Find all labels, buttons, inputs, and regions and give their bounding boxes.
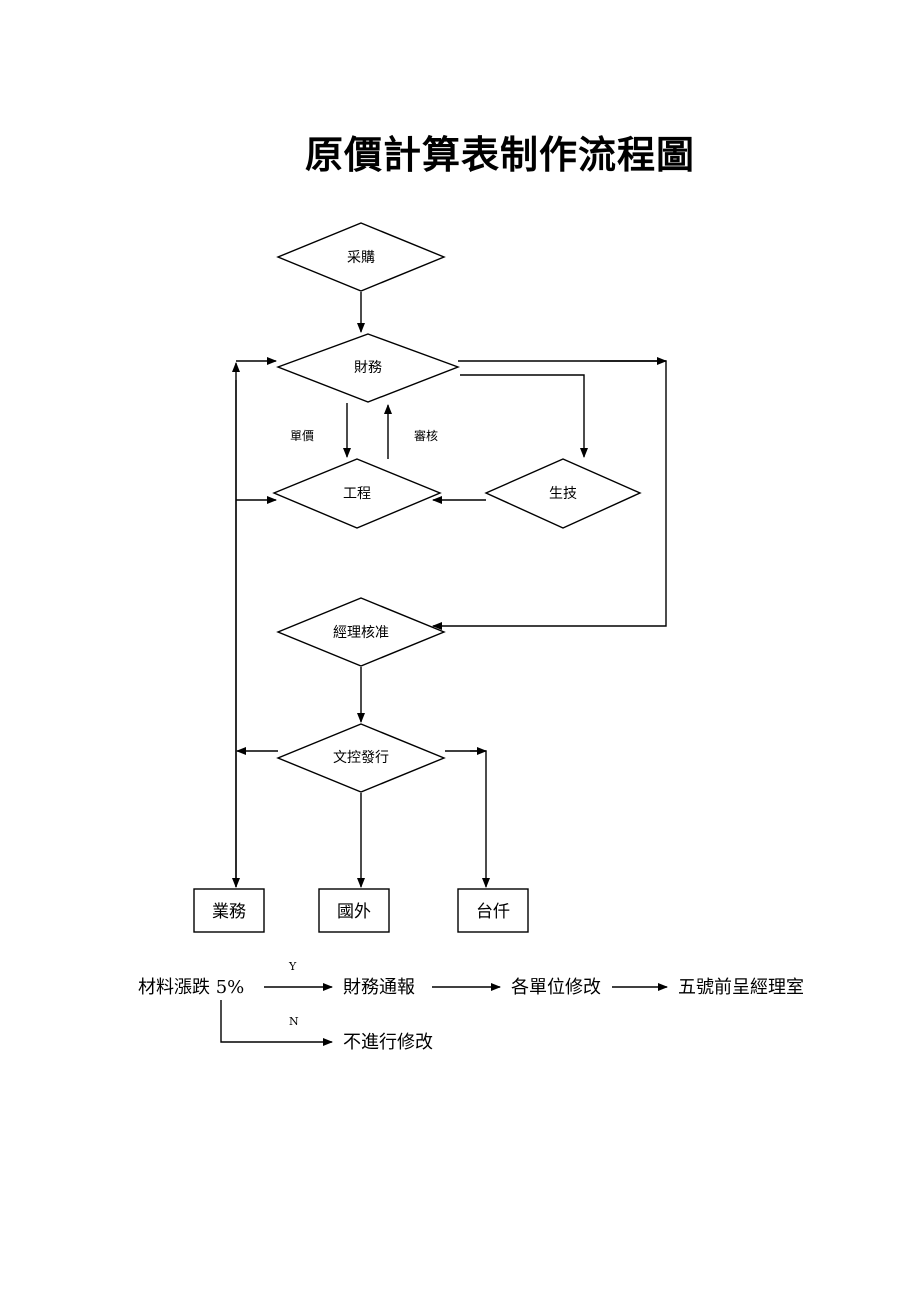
node-engineering-label: 工程 <box>343 486 371 502</box>
rule-condition: 材料漲跌 5% <box>138 977 244 998</box>
edge-label-review: 審核 <box>414 428 438 443</box>
rule-step-1: 財務通報 <box>343 977 415 998</box>
node-manager-approval-label: 經理核准 <box>333 625 389 641</box>
node-doc-control: 文控發行 <box>276 723 446 793</box>
rule-no-label: N <box>289 1015 299 1028</box>
rule-no-step: 不進行修改 <box>343 1032 433 1053</box>
node-production-tech: 生技 <box>484 458 642 529</box>
rule-step-3: 五號前呈經理室 <box>678 977 804 998</box>
page-title: 原價計算表制作流程圖 <box>304 133 695 177</box>
node-purchasing-label: 采購 <box>347 250 375 266</box>
edge-finance-to-production-tech <box>460 374 588 458</box>
box-taiwan: 台仟 <box>457 888 529 933</box>
box-overseas-label: 國外 <box>337 902 371 922</box>
rule-no-arrow <box>220 1000 333 1046</box>
edge-label-unit-price: 單價 <box>290 429 314 443</box>
box-taiwan-label: 台仟 <box>476 902 510 922</box>
node-production-tech-label: 生技 <box>549 486 577 502</box>
node-manager-approval: 經理核准 <box>276 597 446 667</box>
node-finance-label: 財務 <box>354 360 382 376</box>
box-overseas: 國外 <box>318 888 390 933</box>
node-engineering: 工程 <box>272 458 442 529</box>
box-business-label: 業務 <box>212 902 246 922</box>
node-purchasing: 采購 <box>276 222 446 292</box>
node-doc-control-label: 文控發行 <box>333 750 389 766</box>
edge-doc-control-to-taiwan <box>445 750 490 888</box>
rule-yes-label: Y <box>288 960 297 973</box>
edge-finance-to-manager <box>432 360 667 630</box>
rule-step-2: 各單位修改 <box>511 977 601 998</box>
box-business: 業務 <box>193 888 265 933</box>
node-finance: 財務 <box>276 333 460 403</box>
